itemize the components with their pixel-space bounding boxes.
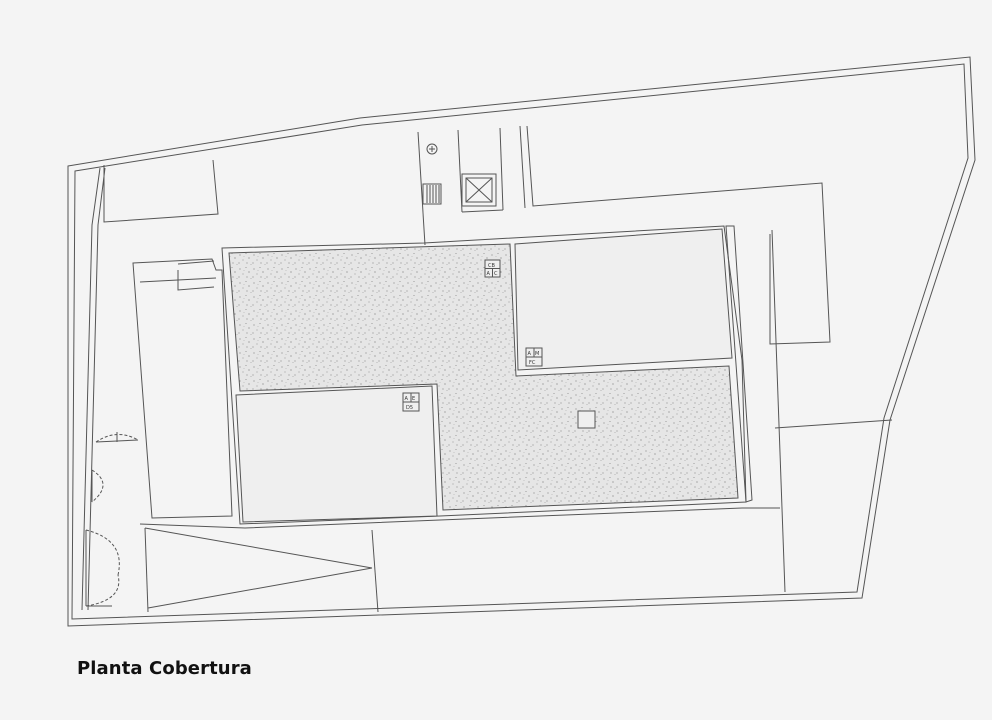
house-footprint bbox=[221, 225, 747, 525]
drain-icon bbox=[426, 143, 438, 155]
access-line-1 bbox=[417, 131, 426, 246]
tag-middle-code: FC bbox=[529, 360, 536, 366]
tag-top-code: CB bbox=[488, 263, 495, 269]
tag-left-left: A bbox=[405, 396, 409, 402]
house-footprint-inner bbox=[725, 225, 753, 503]
upper-left-block bbox=[103, 159, 219, 223]
gate-swing-top bbox=[95, 432, 139, 443]
tag-top: CB A C bbox=[484, 259, 501, 278]
left-strip-edge-inner bbox=[87, 167, 106, 611]
tag-middle: A M FC bbox=[525, 347, 543, 367]
plan-title: Planta Cobertura bbox=[77, 658, 252, 679]
left-strip-edge bbox=[81, 167, 101, 611]
left-wing bbox=[132, 258, 233, 519]
gravel-roof-main bbox=[228, 243, 739, 511]
tag-left-right: E bbox=[412, 396, 415, 402]
flat-roof-top-right bbox=[514, 228, 733, 371]
tag-top-right: C bbox=[494, 271, 498, 277]
small-skylight-icon bbox=[577, 410, 596, 429]
ramp-line-1 bbox=[144, 527, 373, 569]
tag-left-code: D5 bbox=[406, 405, 413, 411]
access-line-2 bbox=[457, 129, 463, 213]
flat-roof-bottom-left bbox=[235, 385, 438, 523]
access-line-3 bbox=[499, 127, 504, 211]
left-wing-line bbox=[177, 260, 215, 265]
bottom-courtyard bbox=[139, 507, 780, 529]
right-l-block bbox=[526, 125, 831, 345]
site-boundary-outer bbox=[67, 56, 976, 627]
vent-grille-icon bbox=[422, 183, 442, 205]
ramp-line-2 bbox=[147, 567, 373, 609]
door-swing-middle bbox=[91, 469, 104, 503]
lower-right-wall bbox=[771, 229, 786, 593]
tag-middle-right: M bbox=[535, 351, 539, 357]
tag-top-left: A bbox=[487, 271, 491, 277]
access-line-4 bbox=[519, 125, 526, 209]
ramp-wall bbox=[371, 529, 379, 613]
site-boundary-inner bbox=[71, 63, 969, 620]
left-wing-step bbox=[177, 270, 215, 291]
skylight-icon bbox=[461, 173, 497, 207]
tag-middle-left: A bbox=[528, 351, 532, 357]
lower-right-divider bbox=[774, 419, 893, 429]
access-line-5 bbox=[461, 209, 504, 213]
tag-left: A E D5 bbox=[402, 392, 420, 412]
door-swing-bottom bbox=[85, 529, 120, 607]
bottom-left-wall bbox=[144, 527, 149, 613]
